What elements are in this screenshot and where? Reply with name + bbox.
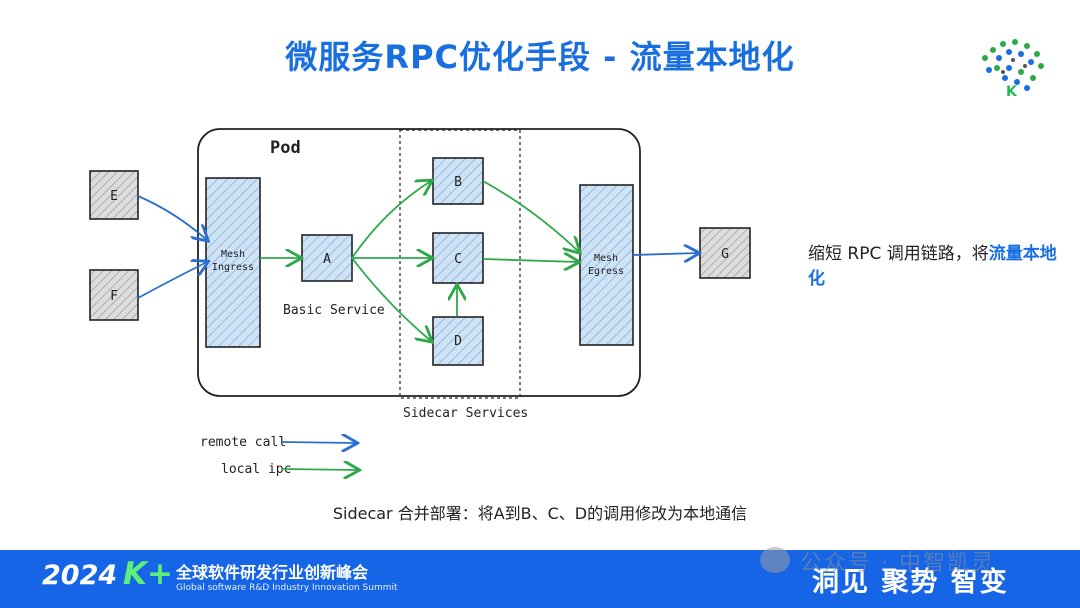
pod-label: Pod <box>270 138 301 158</box>
footer-banner: 2024 K+ 全球软件研发行业创新峰会 Global software R&D… <box>0 550 1080 608</box>
basic-service-label: Basic Service <box>283 303 385 318</box>
node-e <box>89 170 139 220</box>
node-b-label: B <box>454 175 462 190</box>
node-f <box>89 269 139 321</box>
arrow-a-to-d <box>351 257 431 341</box>
watermark: 公众号 · 中智凯灵 <box>760 541 1060 581</box>
legend-local-label: local ipc <box>221 462 291 477</box>
brand-logo-letter: K <box>1006 84 1017 100</box>
arrow-c-to-egress <box>482 259 578 262</box>
mesh-egress-label-2: Egress <box>588 266 624 277</box>
arrow-f-to-ingress <box>137 262 207 299</box>
node-e-label: E <box>110 189 118 204</box>
legend-remote-label: remote call <box>200 435 286 450</box>
side-note: 缩短 RPC 调用链路，将流量本地化 <box>808 242 1058 292</box>
side-note-text: 缩短 RPC 调用链路，将 <box>808 244 989 264</box>
watermark-text: 公众号 · 中智凯灵 <box>800 551 995 576</box>
slide-title: 微服务RPC优化手段 - 流量本地化 <box>285 38 795 76</box>
mesh-ingress-label-1: Mesh <box>221 249 245 260</box>
arrow-e-to-ingress <box>137 195 207 240</box>
arrow-egress-to-g <box>632 253 698 255</box>
sidecar-region <box>399 129 521 399</box>
brand-logo-icon <box>982 39 1044 91</box>
legend-local-arrow <box>281 469 358 470</box>
arrow-a-to-b <box>351 181 431 259</box>
node-g <box>699 227 751 279</box>
mesh-ingress-label-2: Ingress <box>212 262 254 273</box>
caption: Sidecar 合并部署：将A到B、C、D的调用修改为本地通信 <box>332 504 748 523</box>
wechat-icon <box>760 547 790 573</box>
arrow-b-to-egress <box>482 180 579 252</box>
footer-slogan: 洞见 聚势 智变 <box>812 567 1009 598</box>
side-note-highlight: 流量本地化 <box>808 244 1057 289</box>
node-c <box>432 232 484 284</box>
node-b <box>432 157 484 205</box>
node-a-label: A <box>323 252 331 267</box>
footer-kplus-logo: K+ <box>123 556 173 592</box>
node-f-label: F <box>110 289 118 304</box>
mesh-egress <box>579 184 634 346</box>
footer-year: 2024 <box>42 560 118 591</box>
node-d <box>432 316 484 366</box>
node-g-label: G <box>721 247 729 262</box>
mesh-egress-label-1: Mesh <box>594 253 618 264</box>
node-c-label: C <box>454 252 462 267</box>
legend-remote-arrow <box>281 442 356 443</box>
footer-summit-english: Global software R&D Industry Innovation … <box>176 583 398 593</box>
sidecar-label: Sidecar Services <box>403 406 528 421</box>
node-d-label: D <box>454 334 462 349</box>
footer-summit-name: 全球软件研发行业创新峰会 <box>176 563 369 582</box>
